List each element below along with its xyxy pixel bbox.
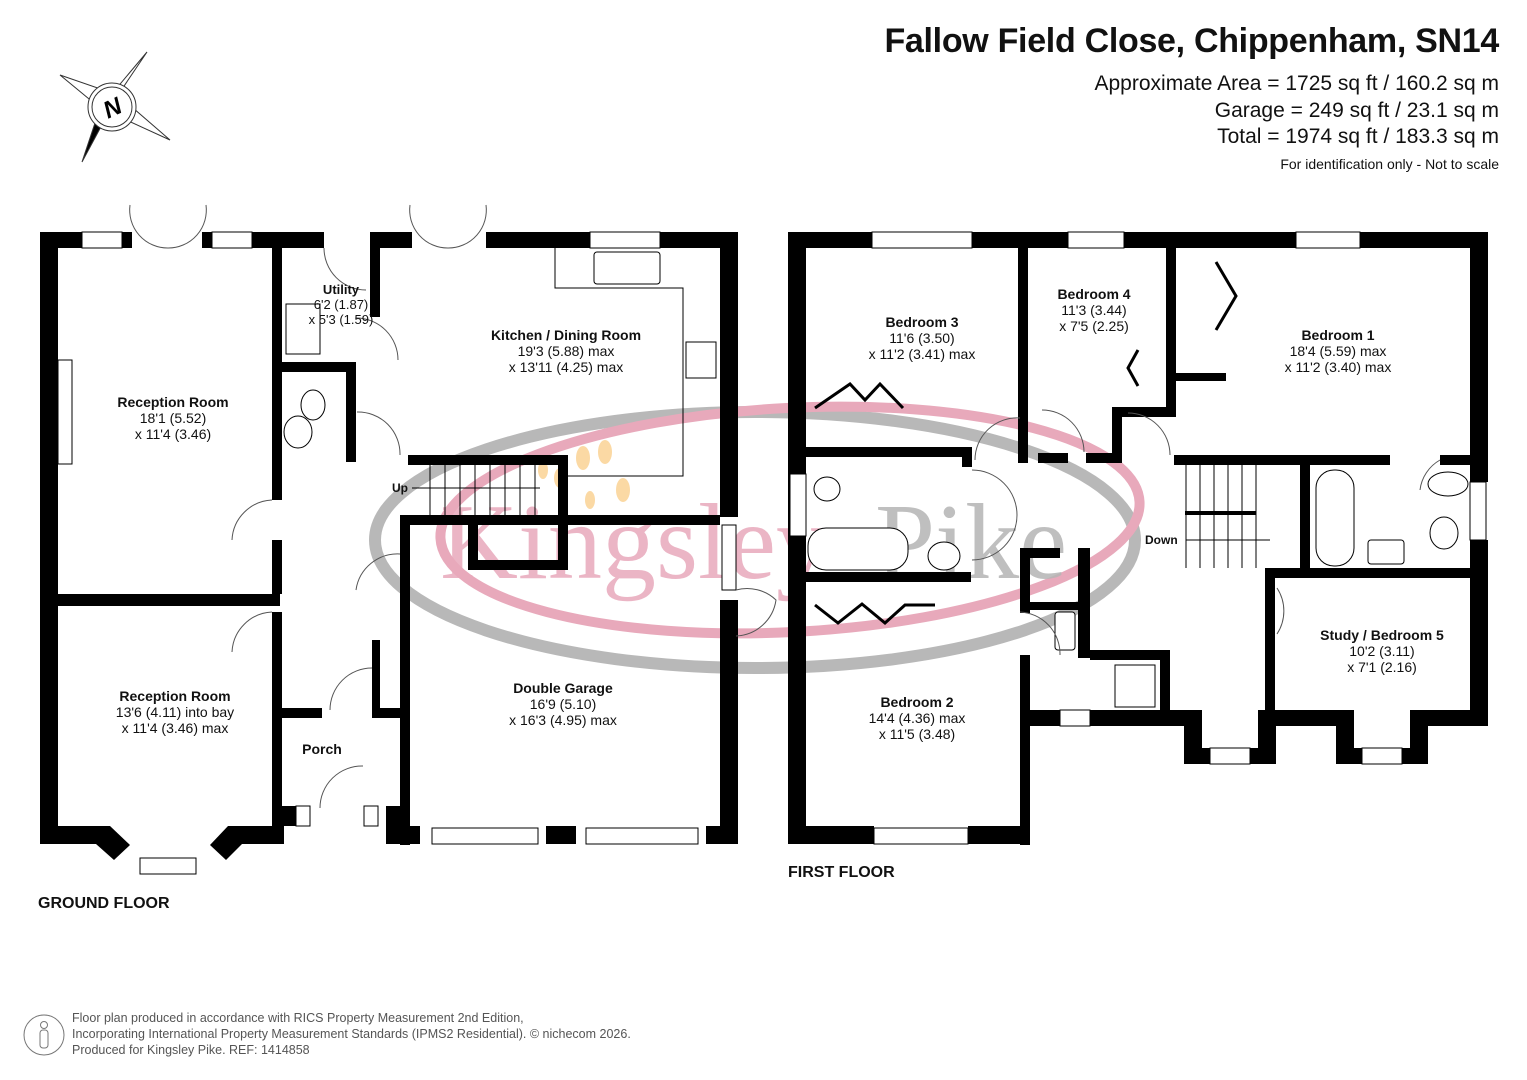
footer-line-1: Floor plan produced in accordance with R… bbox=[72, 1011, 524, 1025]
footer-disclaimer: Floor plan produced in accordance with R… bbox=[72, 1010, 631, 1058]
room-study-bedroom-5: Study / Bedroom 5 10'2 (3.11) x 7'1 (2.1… bbox=[1320, 627, 1444, 675]
person-measurement-icon bbox=[23, 1014, 65, 1056]
ground-floor-label: GROUND FLOOR bbox=[38, 895, 170, 912]
room-bedroom-4: Bedroom 4 11'3 (3.44) x 7'5 (2.25) bbox=[1057, 286, 1131, 334]
room-bedroom-3: Bedroom 3 11'6 (3.50) x 11'2 (3.41) max bbox=[868, 314, 976, 362]
floorplan-drawing: Kingsley Pike bbox=[40, 204, 1488, 875]
scale-disclaimer: For identification only - Not to scale bbox=[1280, 156, 1499, 172]
room-reception-room-front: Reception Room 13'6 (4.11) into bay x 11… bbox=[115, 688, 235, 736]
room-utility: Utility 6'2 (1.87) x 5'3 (1.59) bbox=[308, 282, 374, 327]
first-floor-label: FIRST FLOOR bbox=[788, 864, 895, 881]
footer-line-3: Produced for Kingsley Pike. REF: 1414858 bbox=[72, 1043, 310, 1057]
stairs-up-label: Up bbox=[392, 481, 408, 495]
approximate-area: Approximate Area = 1725 sq ft / 160.2 sq… bbox=[1094, 72, 1500, 95]
footer-line-2: Incorporating International Property Mea… bbox=[72, 1027, 631, 1041]
stairs-down-label: Down bbox=[1145, 533, 1178, 547]
svg-text:Kingsley: Kingsley bbox=[440, 483, 830, 602]
watermark-logo: Kingsley Pike bbox=[369, 401, 1145, 674]
room-reception-room-rear: Reception Room 18'1 (5.52) x 11'4 (3.46) bbox=[117, 394, 229, 442]
property-title: Fallow Field Close, Chippenham, SN14 bbox=[884, 22, 1499, 60]
room-double-garage: Double Garage 16'9 (5.10) x 16'3 (4.95) … bbox=[509, 680, 617, 728]
garage-area: Garage = 249 sq ft / 23.1 sq m bbox=[1214, 99, 1499, 122]
north-compass-icon: N bbox=[59, 51, 171, 163]
room-porch: Porch bbox=[302, 741, 342, 757]
room-kitchen-dining: Kitchen / Dining Room 19'3 (5.88) max x … bbox=[490, 327, 642, 375]
total-area: Total = 1974 sq ft / 183.3 sq m bbox=[1217, 125, 1499, 148]
room-bedroom-2: Bedroom 2 14'4 (4.36) max x 11'5 (3.48) bbox=[868, 694, 966, 742]
room-bedroom-1: Bedroom 1 18'4 (5.59) max x 11'2 (3.40) … bbox=[1284, 327, 1392, 375]
